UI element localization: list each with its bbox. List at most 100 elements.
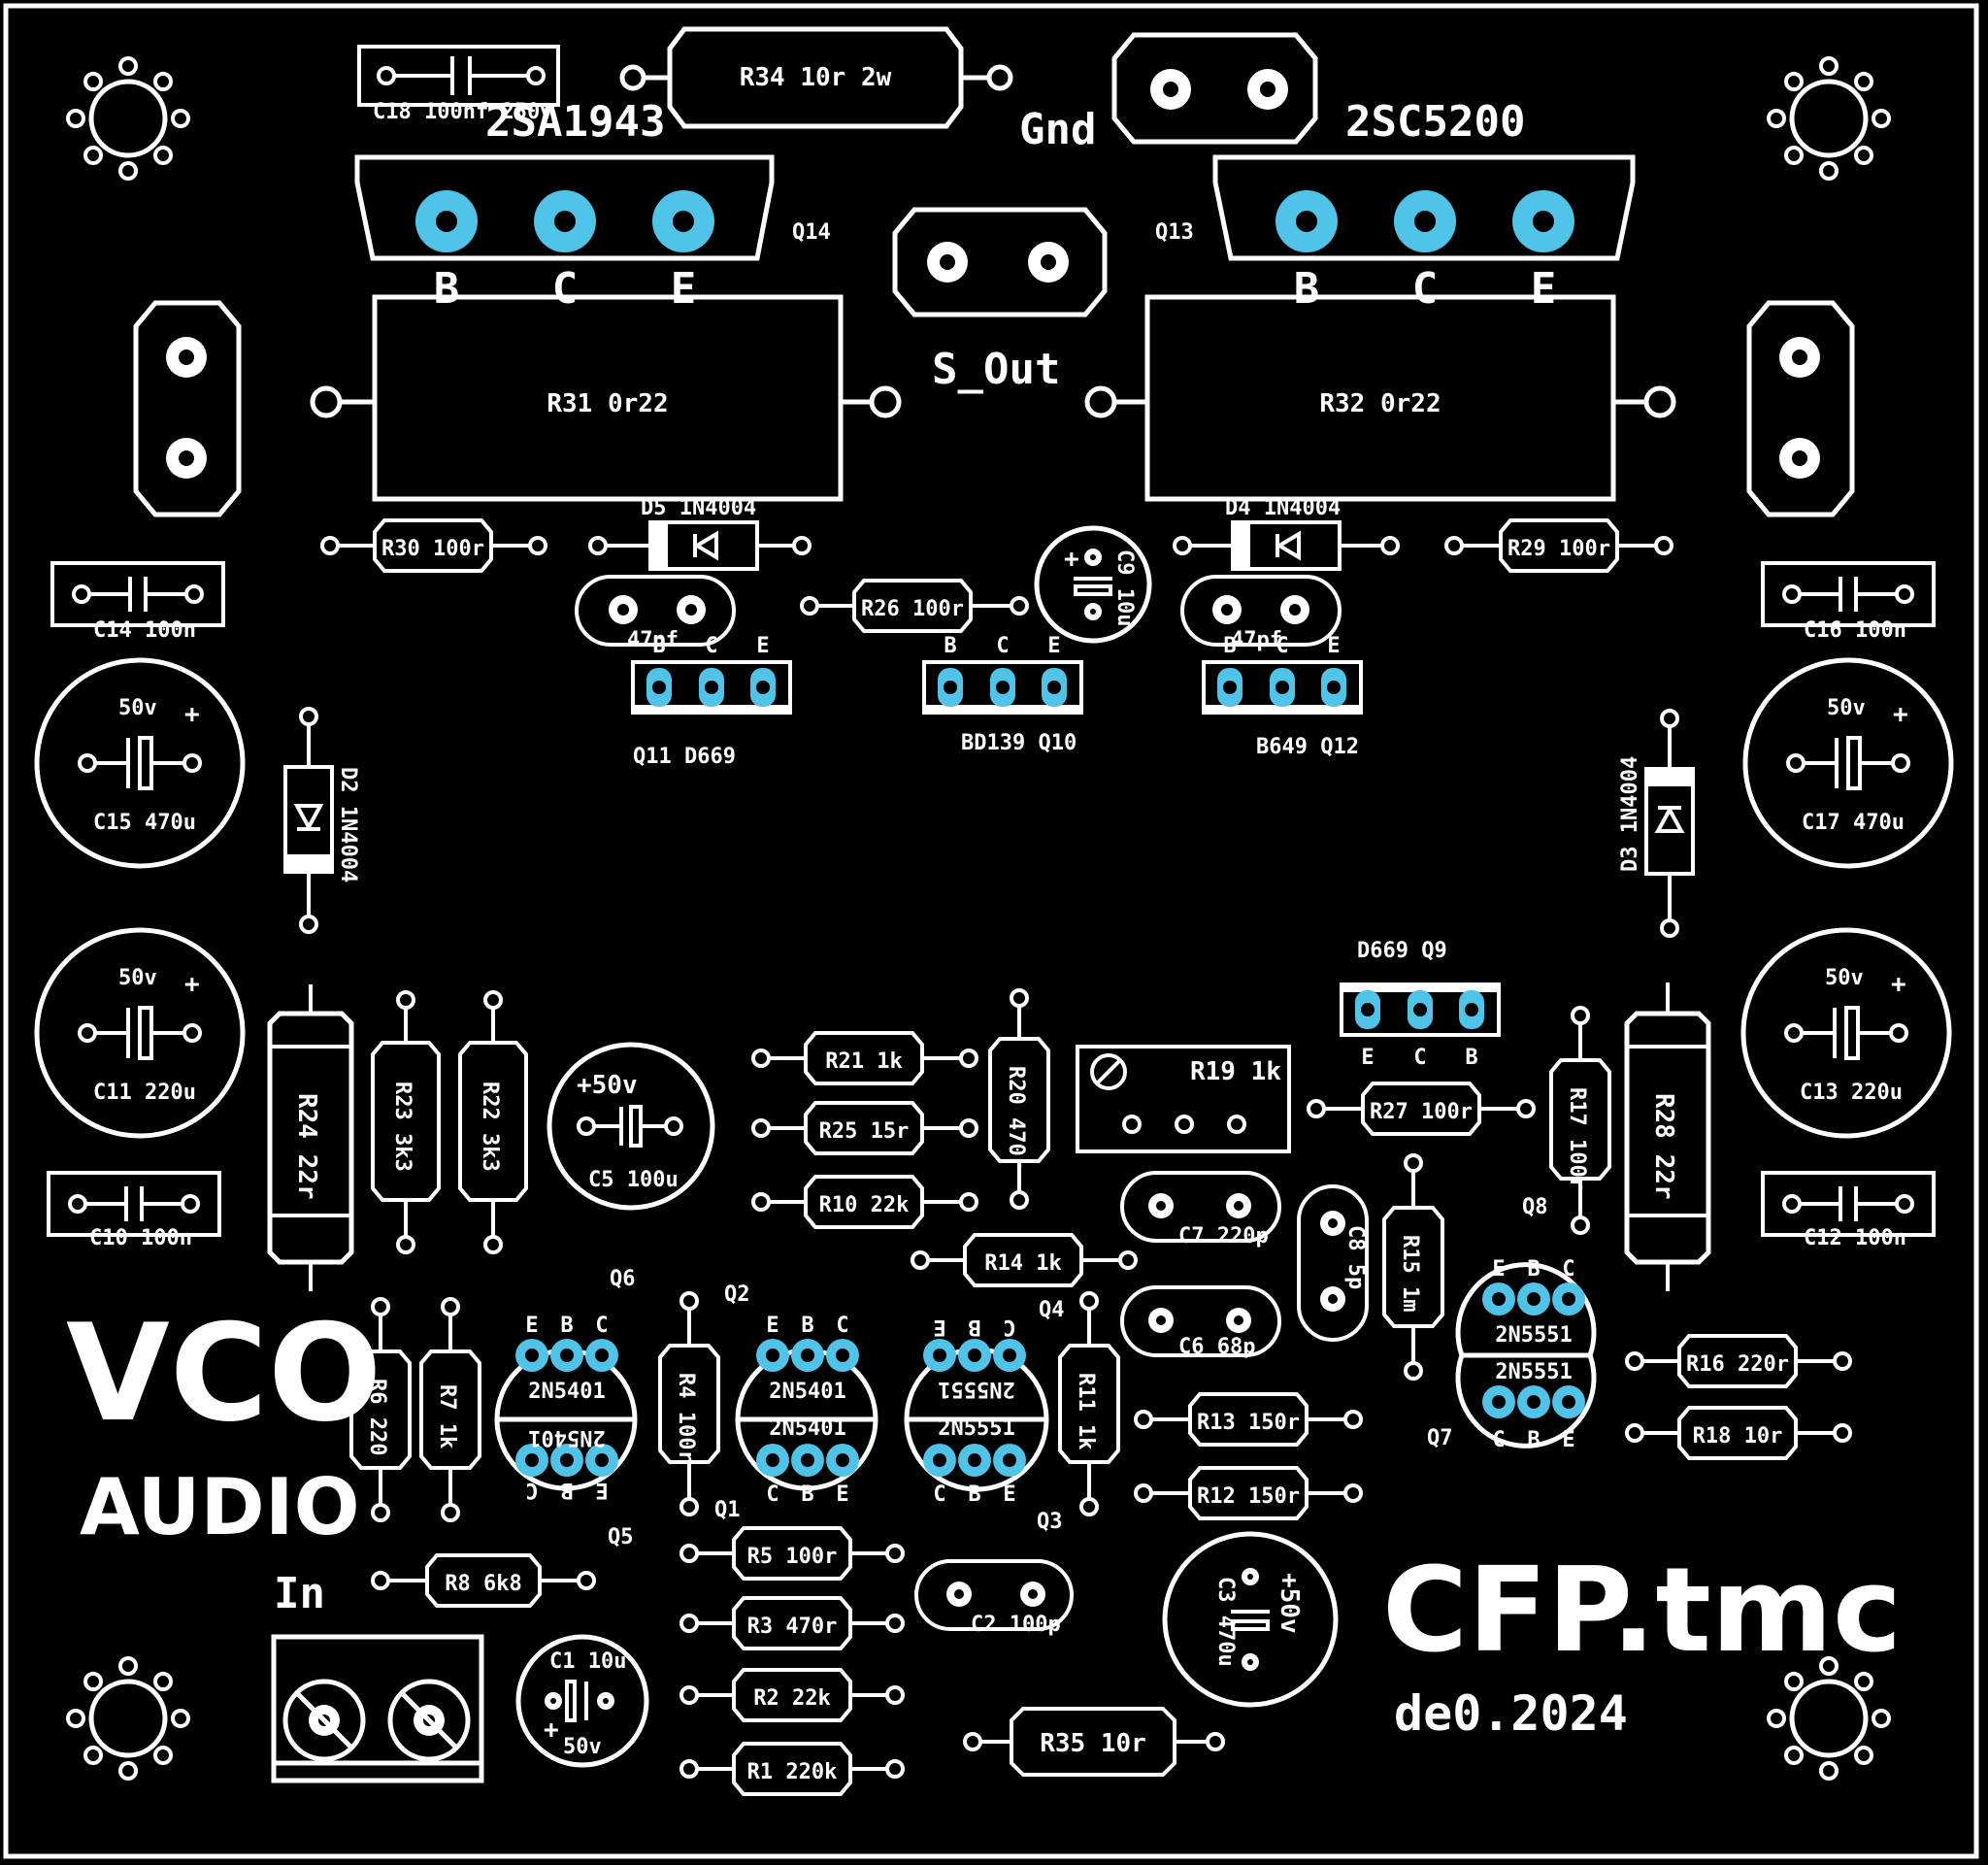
resistor-r32: R32 0r22: [1084, 294, 1676, 502]
c8-label: C8 5p: [1343, 1225, 1368, 1289]
resistor-r17: R17 100r: [1549, 1006, 1611, 1235]
capacitor-c5: +50v C5 100u: [547, 1042, 715, 1211]
c5-voltage: +50v: [577, 1071, 638, 1100]
resistor-r5: R5 100r: [679, 1526, 905, 1581]
q3-pin-e: E: [1003, 1482, 1015, 1507]
q3-pin-c: C: [933, 1482, 945, 1507]
q9-pin-e: E: [1361, 1046, 1374, 1070]
r6-label: R6 220: [365, 1379, 389, 1455]
r19-label: R19 1k: [1190, 1057, 1281, 1086]
r13-label: R13 150r: [1197, 1411, 1300, 1435]
resistor-r15: R15 1m: [1382, 1153, 1444, 1381]
r5-label: R5 100r: [747, 1545, 838, 1569]
q8-pin-e: E: [1492, 1257, 1505, 1282]
transistor-pair-q2-q1: E B C 2N5401 2N5401 C B E: [735, 1314, 878, 1507]
resistor-r27: R27 100r: [1307, 1082, 1536, 1136]
c1-plus: +: [544, 1715, 559, 1745]
q14-pin-c: C: [552, 264, 579, 314]
q5-pin-e: E: [595, 1478, 608, 1502]
q4-pin-e: E: [933, 1315, 945, 1339]
input-terminal: [271, 1634, 484, 1783]
resistor-r18: R18 10r: [1625, 1406, 1852, 1460]
board-outline: [3, 3, 1979, 1859]
capacitor-c8: C8 5p: [1297, 1184, 1369, 1342]
c17-label: C17 470u: [1802, 811, 1905, 835]
capacitor-c1: C1 10u + 50v: [515, 1634, 649, 1768]
r15-label: R15 1m: [1398, 1235, 1422, 1312]
r20-label: R20 470r: [1004, 1066, 1028, 1169]
d2-label: D2 1N4004: [336, 767, 360, 883]
transistor-q13: B C E: [1212, 154, 1636, 314]
r32-label: R32 0r22: [1319, 389, 1441, 418]
cap-47pf-left-label: 47pf: [627, 628, 679, 652]
q2-pin-c: C: [836, 1314, 848, 1338]
power-terminal-left: [133, 300, 242, 517]
resistor-r8: R8 6k8: [371, 1553, 596, 1608]
q3-label: Q3: [1037, 1510, 1063, 1534]
r23-label: R23 3k3: [390, 1082, 414, 1172]
q8-part: 2N5551: [1495, 1323, 1572, 1348]
resistor-r30: R30 100r: [320, 518, 547, 573]
q6-pin-c: C: [595, 1314, 608, 1338]
diode-d5: D5 1N4004: [588, 496, 812, 571]
r24-label: R24 22r: [292, 1093, 321, 1200]
resistor-r23: R23 3k3: [371, 990, 441, 1254]
q1-part: 2N5401: [769, 1416, 845, 1441]
transistor-q12: B C E B649 Q12: [1202, 634, 1363, 759]
q12-pin-e: E: [1327, 634, 1340, 658]
c13-label: C13 220u: [1800, 1081, 1903, 1105]
diode-d3: D3 1N4004: [1618, 709, 1695, 938]
transistor-pair-q8-q7: E B C 2N5551 2N5551 C B E: [1455, 1257, 1597, 1452]
q13-ref-label: Q13: [1155, 220, 1194, 245]
c3-voltage: +50v: [1275, 1573, 1304, 1634]
r12-label: R12 150r: [1197, 1484, 1300, 1509]
r21-label: R21 1k: [825, 1049, 902, 1074]
resistor-r29: R29 100r: [1444, 518, 1673, 573]
resistor-r28: R28 22r: [1624, 982, 1711, 1291]
r34-label: R34 10r 2w: [740, 63, 892, 92]
transistor-q10: B C E BD139 Q10: [922, 634, 1083, 755]
r26-label: R26 100r: [861, 597, 964, 621]
q2-pin-e: E: [766, 1314, 779, 1338]
r1-label: R1 220k: [747, 1760, 838, 1784]
r35-label: R35 10r: [1040, 1729, 1146, 1758]
c3-label: C3 470u: [1213, 1577, 1238, 1667]
q7-part: 2N5551: [1495, 1360, 1572, 1384]
in-label: In: [274, 1569, 325, 1618]
r4-label: R4 100r: [674, 1373, 698, 1463]
q3-pin-b: B: [968, 1482, 980, 1507]
q10-pin-b: B: [944, 634, 956, 658]
r30-label: R30 100r: [381, 537, 484, 561]
resistor-r21: R21 1k: [751, 1031, 978, 1085]
c15-plus: +: [184, 700, 200, 729]
resistor-r13: R13 150r: [1134, 1392, 1363, 1447]
q13-pin-b: B: [1294, 264, 1320, 314]
resistor-r35: R35 10r: [963, 1707, 1225, 1777]
c18-label: C18 100nf 250v: [373, 100, 552, 124]
q10-pin-c: C: [996, 634, 1009, 658]
transistor-pair-q4-q3: C B E 2N5551 2N5551 C B E: [904, 1315, 1049, 1507]
r3-label: R3 470r: [747, 1615, 838, 1639]
q12-pin-c: C: [1276, 634, 1288, 658]
q2-label: Q2: [724, 1282, 750, 1307]
transistor-pair-q6-q5: E B C 2N5401 2N5401 E B C: [494, 1314, 638, 1502]
transistor-q14: B C E: [354, 154, 775, 314]
q13-pin-c: C: [1412, 264, 1439, 314]
gnd-label: Gnd: [1019, 105, 1096, 154]
diode-d4: D4 1N4004: [1173, 496, 1400, 571]
c9-label: C9 10u: [1112, 550, 1137, 626]
q14-ref-label: Q14: [792, 220, 831, 245]
capacitor-c10: C10 100n: [47, 1171, 221, 1250]
q10-pin-e: E: [1047, 634, 1060, 658]
r10-label: R10 22k: [819, 1193, 910, 1217]
q2-part: 2N5401: [769, 1380, 845, 1404]
capacitor-47pf-left: 47pf: [575, 575, 736, 652]
capacitor-c13: 50v + C13 220u: [1740, 927, 1952, 1139]
resistor-r3: R3 470r: [679, 1596, 905, 1650]
q11-pin-c: C: [705, 634, 717, 658]
brand-vco: VCO: [66, 1295, 381, 1451]
d4-label: D4 1N4004: [1225, 496, 1341, 520]
c6-label: C6 68p: [1178, 1335, 1255, 1359]
resistor-r24: R24 22r: [267, 984, 354, 1291]
q7-label: Q7: [1427, 1426, 1453, 1450]
